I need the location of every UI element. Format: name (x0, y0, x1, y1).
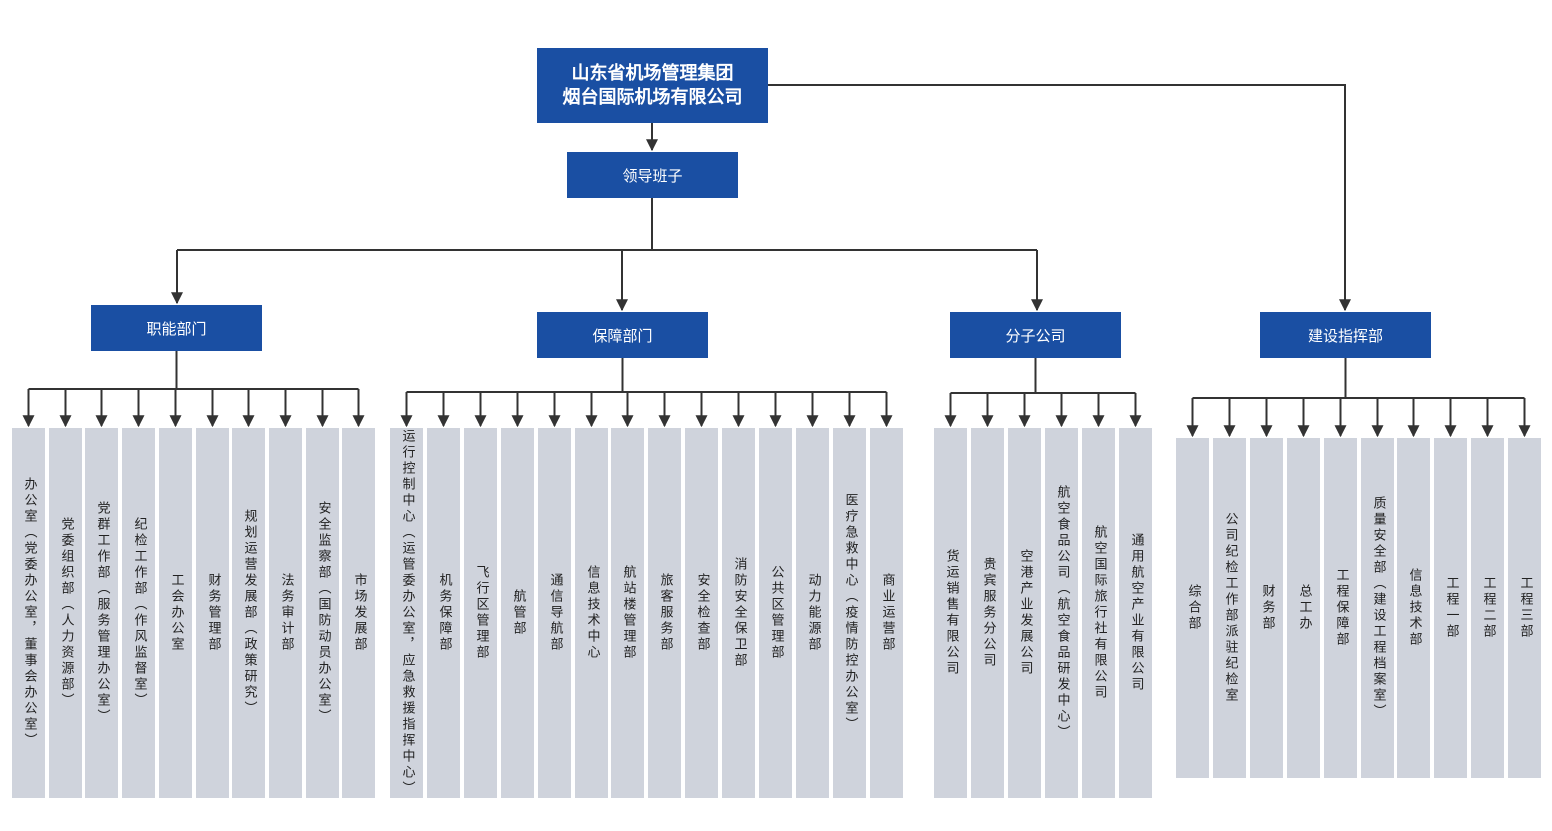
dept-label: 财务部 (1259, 584, 1275, 632)
dept-label: 财务管理部 (205, 573, 221, 653)
dept-label: 动力能源部 (805, 573, 821, 653)
dept-label: 党群工作部（服务管理办公室） (94, 501, 110, 725)
dept-label: 工程保障部 (1333, 568, 1349, 648)
dept-label: 运行控制中心（运管委办公室，应急救援指挥中心） (399, 429, 415, 797)
dept-label: 空港产业发展公司 (1017, 549, 1033, 677)
dept-label: 公共区管理部 (768, 565, 784, 661)
dept-box[interactable]: 消防安全保卫部 (722, 428, 755, 798)
dept-label: 信息技术中心 (584, 565, 600, 661)
dept-box[interactable]: 工程三部 (1508, 438, 1541, 778)
dept-label: 航空国际旅行社有限公司 (1091, 525, 1107, 701)
dept-label: 综合部 (1185, 584, 1201, 632)
group-box-subsidiary[interactable]: 分子公司 (950, 312, 1121, 358)
dept-box[interactable]: 机务保障部 (427, 428, 460, 798)
dept-label: 信息技术部 (1406, 568, 1422, 648)
dept-box[interactable]: 工程二部 (1471, 438, 1504, 778)
dept-box[interactable]: 市场发展部 (342, 428, 375, 798)
dept-label: 法务审计部 (278, 573, 294, 653)
dept-label: 党委组织部（人力资源部） (58, 517, 74, 709)
dept-label: 规划运营发展部（政策研究） (241, 509, 257, 717)
dept-label: 贵宾服务分公司 (980, 557, 996, 669)
dept-box[interactable]: 航空国际旅行社有限公司 (1082, 428, 1115, 798)
dept-label: 安全检查部 (694, 573, 710, 653)
dept-box[interactable]: 公司纪检工作部派驻纪检室 (1213, 438, 1246, 778)
group-box-functional[interactable]: 职能部门 (91, 305, 262, 351)
dept-box[interactable]: 通用航空产业有限公司 (1119, 428, 1152, 798)
dept-label: 质量安全部（建设工程档案室） (1370, 496, 1386, 720)
dept-label: 工程二部 (1480, 576, 1496, 640)
dept-box[interactable]: 安全检查部 (685, 428, 718, 798)
dept-label: 货运销售有限公司 (943, 549, 959, 677)
dept-box[interactable]: 贵宾服务分公司 (971, 428, 1004, 798)
dept-label: 航空食品公司（航空食品研发中心） (1054, 485, 1070, 741)
dept-label: 市场发展部 (351, 573, 367, 653)
dept-box[interactable]: 党委组织部（人力资源部） (49, 428, 82, 798)
dept-label: 通信导航部 (547, 573, 563, 653)
leadership-label: 领导班子 (622, 166, 683, 185)
group-box-support[interactable]: 保障部门 (537, 312, 708, 358)
dept-box[interactable]: 航站楼管理部 (611, 428, 644, 798)
root-title-line1: 山东省机场管理集团 (571, 62, 734, 84)
leadership-bus (177, 198, 1037, 251)
dept-box[interactable]: 商业运营部 (870, 428, 903, 798)
dept-box[interactable]: 工会办公室 (159, 428, 192, 798)
dept-label: 办公室（党委办公室，董事会办公室） (21, 477, 37, 749)
root-title-line2: 烟台国际机场有限公司 (562, 86, 743, 108)
dept-box[interactable]: 航管部 (501, 428, 534, 798)
dept-label: 工程三部 (1517, 576, 1533, 640)
dept-label: 纪检工作部（作风监督室） (131, 517, 147, 709)
group-label: 建设指挥部 (1307, 326, 1383, 345)
dept-label: 机务保障部 (436, 573, 452, 653)
dept-box[interactable]: 质量安全部（建设工程档案室） (1361, 438, 1394, 778)
dept-box[interactable]: 法务审计部 (269, 428, 302, 798)
dept-box[interactable]: 公共区管理部 (759, 428, 792, 798)
root-to-construction-arrow (768, 84, 1351, 312)
dept-label: 工会办公室 (168, 573, 184, 653)
dept-label: 航管部 (510, 589, 526, 637)
dept-box[interactable]: 财务部 (1250, 438, 1283, 778)
root-company-box[interactable]: 山东省机场管理集团 烟台国际机场有限公司 (537, 48, 768, 123)
dept-label: 医疗急救中心（疫情防控办公室） (842, 493, 858, 733)
dept-box[interactable]: 空港产业发展公司 (1008, 428, 1041, 798)
dept-label: 消防安全保卫部 (731, 557, 747, 669)
dept-box[interactable]: 规划运营发展部（政策研究） (232, 428, 265, 798)
dept-box[interactable]: 纪检工作部（作风监督室） (122, 428, 155, 798)
dept-box[interactable]: 工程保障部 (1324, 438, 1357, 778)
dept-label: 飞行区管理部 (473, 565, 489, 661)
dept-label: 安全监察部（国防动员办公室） (315, 501, 331, 725)
dept-box[interactable]: 财务管理部 (196, 428, 229, 798)
dept-box[interactable]: 信息技术部 (1397, 438, 1430, 778)
dept-box[interactable]: 信息技术中心 (575, 428, 608, 798)
dept-box[interactable]: 飞行区管理部 (464, 428, 497, 798)
dept-box[interactable]: 航空食品公司（航空食品研发中心） (1045, 428, 1078, 798)
dept-box[interactable]: 安全监察部（国防动员办公室） (306, 428, 339, 798)
dept-box[interactable]: 党群工作部（服务管理办公室） (85, 428, 118, 798)
dept-label: 通用航空产业有限公司 (1128, 533, 1144, 693)
dept-box[interactable]: 办公室（党委办公室，董事会办公室） (12, 428, 45, 798)
dept-label: 旅客服务部 (657, 573, 673, 653)
dept-box[interactable]: 运行控制中心（运管委办公室，应急救援指挥中心） (390, 428, 423, 798)
dept-box[interactable]: 医疗急救中心（疫情防控办公室） (833, 428, 866, 798)
group-label: 分子公司 (1005, 326, 1066, 345)
dept-box[interactable]: 综合部 (1176, 438, 1209, 778)
group-label: 职能部门 (146, 319, 207, 338)
dept-label: 总工办 (1296, 584, 1312, 632)
group-label: 保障部门 (592, 326, 653, 345)
dept-box[interactable]: 工程一部 (1434, 438, 1467, 778)
dept-label: 航站楼管理部 (620, 565, 636, 661)
dept-box[interactable]: 动力能源部 (796, 428, 829, 798)
dept-label: 公司纪检工作部派驻纪检室 (1222, 512, 1238, 704)
dept-box[interactable]: 总工办 (1287, 438, 1320, 778)
group-box-construction[interactable]: 建设指挥部 (1260, 312, 1431, 358)
dept-box[interactable]: 货运销售有限公司 (934, 428, 967, 798)
dept-label: 商业运营部 (879, 573, 895, 653)
dept-label: 工程一部 (1443, 576, 1459, 640)
dept-box[interactable]: 旅客服务部 (648, 428, 681, 798)
dept-box[interactable]: 通信导航部 (538, 428, 571, 798)
leadership-box[interactable]: 领导班子 (567, 152, 738, 198)
